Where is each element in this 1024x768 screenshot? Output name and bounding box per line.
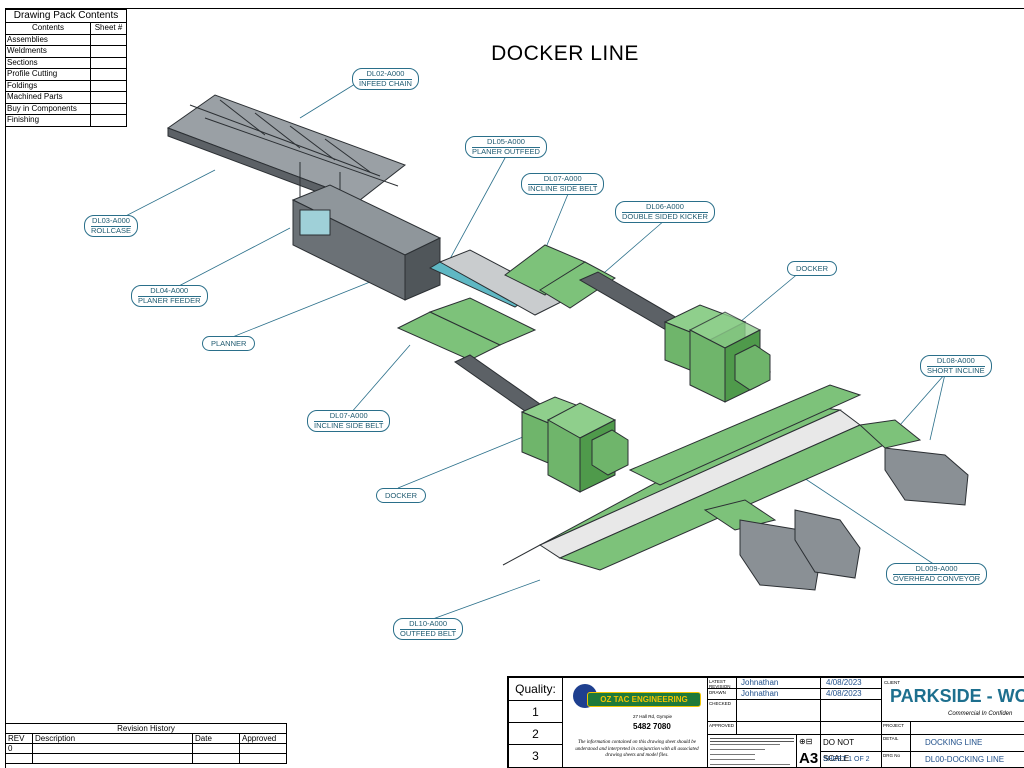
approved-label: APPROVED [707,721,737,735]
quality-row: 3 [508,744,563,768]
revision-history-title: Revision History [5,723,287,734]
revision-history-table: Revision History REV Description Date Ap… [5,723,287,764]
drawing-number-label: DRG No [881,751,911,768]
detail-label: DETAIL [881,734,911,752]
detail-value: DOCKING LINE [910,734,1024,752]
drawing-title: DOCKER LINE [491,42,639,65]
callout-planer-outfeed: DL05-A000 PLANER OUTFEED [465,136,547,158]
client-block: CLIENT PARKSIDE - WO Commercial In Confi… [881,677,1024,722]
callout-docker-lower: DOCKER [376,488,427,503]
do-not-scale: DO NOT SCALE [820,734,882,763]
callout-infeed-chain: DL02-A000 INFEED CHAIN [352,68,419,90]
callout-docker-upper: DOCKER [787,261,838,276]
sheet-number: SHEET 1 OF 2 [820,751,882,768]
infeed-chain [166,94,407,209]
approved-header: Approved [239,733,287,744]
third-angle-projection-icon: ⊕⊟ [799,737,813,746]
callout-planner: PLANNER [202,336,256,351]
company-address: 27 Hall Rd, Gympie [633,714,673,719]
conveyors [396,244,922,571]
callout-incline-side-belt-upper: DL07-A000 INCLINE SIDE BELT [521,173,605,195]
rev-header: REV [5,733,33,744]
checked-label: CHECKED [707,699,737,722]
callout-short-incline: DL08-A000 SHORT INCLINE [920,355,992,377]
callout-overhead-conveyor: DL009-A000 OVERHEAD CONVEYOR [886,563,988,585]
callout-outfeed-belt: DL10-A000 OUTFEED BELT [393,618,464,640]
projection-block: ⊕⊟ A3 [796,734,821,768]
title-block: Quality: 1 2 3 OZ TAC ENGINEERING 27 Hal… [507,676,1024,768]
callout-rollcase: DL03-A000 ROLLCASE [84,215,139,237]
description-header: Description [32,733,193,744]
callout-incline-side-belt-lower: DL07-A000 INCLINE SIDE BELT [307,410,391,432]
sheet-border [5,8,1024,768]
project-label: PROJECT [881,721,911,735]
callout-planer-feeder: DL04-A000 PLANER FEEDER [131,285,208,307]
quality-row: 1 [508,700,563,723]
discharge-bins [739,447,969,591]
quality-label: Quality: [508,677,563,701]
company-logo: OZ TAC ENGINEERING [587,692,701,707]
date-header: Date [192,733,240,744]
planer-machine [291,184,442,301]
confidential-note: Commercial In Confiden [948,711,1013,717]
drawing-pack-title: Drawing Pack Contents [5,9,127,23]
callout-double-sided-kicker: DL06-A000 DOUBLE SIDED KICKER [615,201,715,223]
leader-lines [117,83,946,621]
table-row: 0 [5,743,287,754]
sheet-number-header: Sheet # [90,22,127,35]
tolerance-notes [707,734,797,768]
quality-row: 2 [508,722,563,745]
company-block: OZ TAC ENGINEERING 27 Hall Rd, Gympie 54… [562,677,708,768]
drawing-number: DL00-DOCKING LINE [910,751,1024,768]
disclaimer-text: The information contained on this drawin… [575,740,699,758]
client-name: PARKSIDE - WO [890,686,1024,706]
docker-units [520,304,771,493]
paper-size: A3 [799,750,819,767]
company-phone: 5482 7080 [633,722,671,731]
